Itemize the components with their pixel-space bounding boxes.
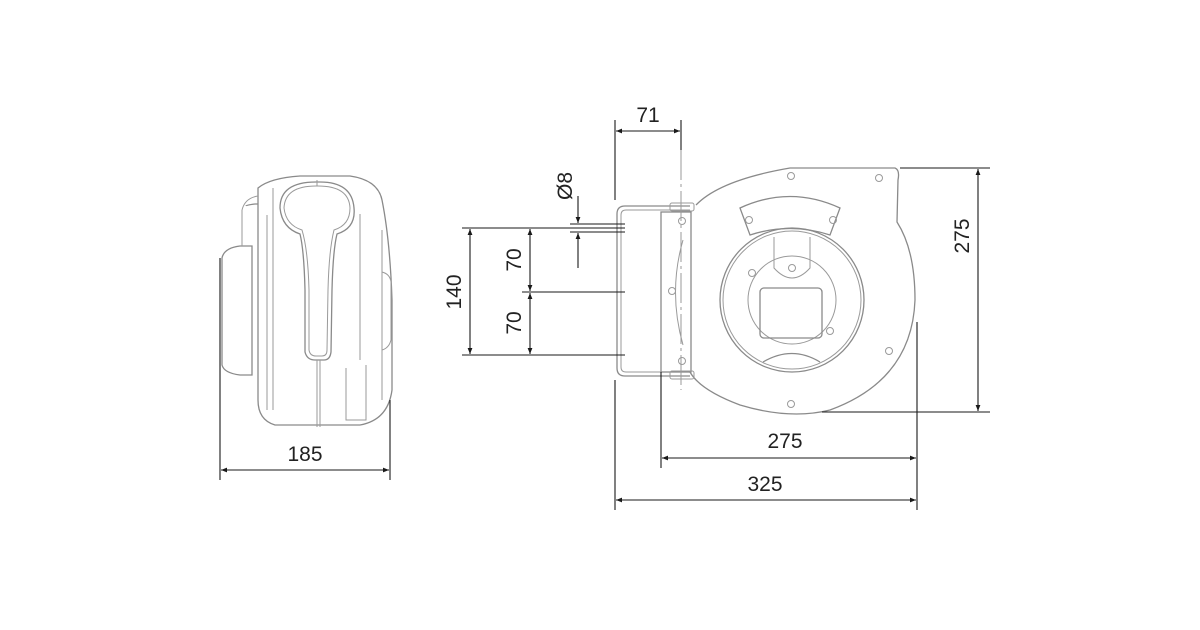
dimension-label-housing-width: 275 [767, 430, 802, 453]
reel-drum [719, 227, 865, 373]
dimension-label-hole-spacing-total: 140 [443, 274, 466, 309]
mounting-plate [660, 211, 692, 373]
dimension-label-hole-spacing-lower: 70 [503, 311, 526, 334]
front-view: 71 Ø8 140 70 70 275 275 325 [443, 104, 990, 510]
wall-bracket [616, 205, 690, 377]
handle-slot [279, 181, 355, 361]
side-view: 185 [219, 175, 393, 480]
side-housing-outline [257, 175, 393, 426]
dimension-label-overall-width: 325 [747, 473, 782, 496]
dimension-label-side-width: 185 [287, 443, 322, 466]
reel-housing-outline [689, 167, 916, 415]
reel-hub [759, 287, 823, 339]
dimension-label-hole-spacing-upper: 70 [503, 248, 526, 271]
side-left-cap [221, 203, 258, 376]
dimension-label-bracket-depth: 71 [636, 104, 659, 127]
dimension-label-hole-diameter: Ø8 [554, 172, 577, 200]
dimension-label-height: 275 [951, 218, 974, 253]
top-cover-plate [739, 195, 841, 236]
